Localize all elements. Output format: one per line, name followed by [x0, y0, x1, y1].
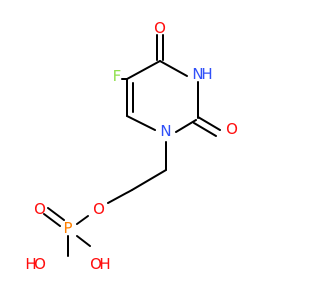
atom-oh-right-o: O [90, 255, 102, 273]
bond-ch2-ch2 [131, 169, 167, 191]
bond-p-oh-right [76, 235, 91, 247]
atom-oh-right-h: H [99, 255, 110, 273]
atom-n1: N [160, 122, 171, 140]
atom-h-n3: H [201, 65, 212, 83]
atom-fluorine: F [113, 67, 122, 85]
atom-o-double: O [34, 200, 46, 218]
atom-phosphorus: P [63, 219, 72, 237]
bond-n1-c6 [126, 115, 156, 131]
bond-c2-o2-b [193, 122, 217, 137]
atom-oh-left-o: O [34, 255, 46, 273]
bond-c2-o2-a [197, 116, 221, 131]
bond-ch2-o [107, 189, 133, 204]
atom-n3: N [192, 65, 203, 83]
atom-o2: O [226, 120, 238, 138]
bond-c4-n3 [159, 60, 188, 77]
bond-c2-n1 [175, 119, 197, 133]
bond-o-p [76, 215, 89, 225]
structure-diagram: F O N H O N O P O H O O H [25, 19, 238, 273]
bond-c5-c4 [126, 60, 161, 80]
atom-o4: O [154, 19, 166, 37]
atom-label-layer: F O N H O N O P O H O O H [25, 19, 238, 273]
atom-oh-left-h: H [25, 255, 36, 273]
bond-p-odouble-a [47, 207, 65, 221]
bond-p-odouble-b [43, 213, 61, 227]
atom-o-ester: O [93, 200, 105, 218]
bond-layer [43, 34, 221, 257]
